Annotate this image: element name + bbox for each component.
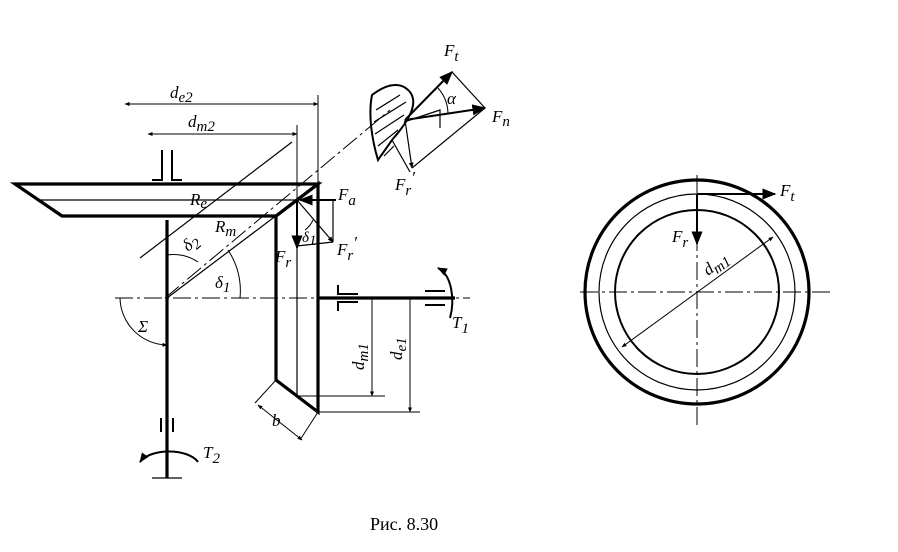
label-T1: T1 [452,313,469,337]
dimension-b-ext-1 [254,379,277,404]
force-parallelogram-2 [296,241,334,247]
label-dm1: dm1 [349,343,372,370]
label-de1: de1 [387,337,410,360]
force-Fn-top [404,104,487,121]
torque-T1-arc [437,267,454,319]
bearing-mark-left [337,285,358,311]
tooth-hatching [373,94,407,157]
force-Frprime-arrow [296,199,334,243]
bearing-mark-right [425,290,445,306]
dimension-dm1-circle [621,236,774,348]
label-Sigma: Σ [137,317,148,336]
label-delta2: δ2 [178,230,205,258]
label-Frprime-top: Fr′ [394,168,415,199]
figure-caption: Рис. 8.30 [370,514,438,534]
label-dm2: dm2 [188,112,215,135]
label-Fa: Fa [337,185,356,209]
label-delta1-small: δ1 [302,230,316,249]
force-Ft-top [404,70,453,121]
parallelogram-top-2 [411,107,486,169]
dimension-b-ext-2 [299,411,319,441]
label-Fr-left: Fr [274,247,291,271]
angle-delta-1-arc [227,249,241,299]
cone-line-Rm [166,183,319,299]
label-Frprime-mid: Fr′ [336,233,357,264]
label-Re: Re [189,190,207,212]
parallelogram-top-1 [451,71,486,109]
angle-delta1-small [304,219,314,231]
label-Ft-top: Ft [443,41,459,65]
angle-delta-2-arc [166,254,199,263]
label-delta1: δ1 [215,273,230,296]
force-Frprime-top [404,119,414,169]
label-Rm: Rm [214,217,236,240]
label-Fr-right: Fr [671,227,688,251]
label-Fn: Fn [491,107,510,130]
label-alpha: α [447,89,457,108]
label-Ft-right: Ft [779,181,795,205]
gear-1-outer-circle [583,178,811,406]
dimension-b [257,404,303,441]
label-dm1-circle: dm1 [699,248,734,282]
label-b: b [272,411,281,430]
label-T2: T2 [203,443,220,467]
torque-T2-arc [139,450,199,463]
angle-alpha-arc [437,87,449,114]
angle-sigma-arc [119,297,168,347]
bearing-mark-upper [152,150,182,181]
pitch-cone-line [164,109,391,299]
cone-line-Re [139,141,293,259]
label-de2: de2 [170,83,193,106]
